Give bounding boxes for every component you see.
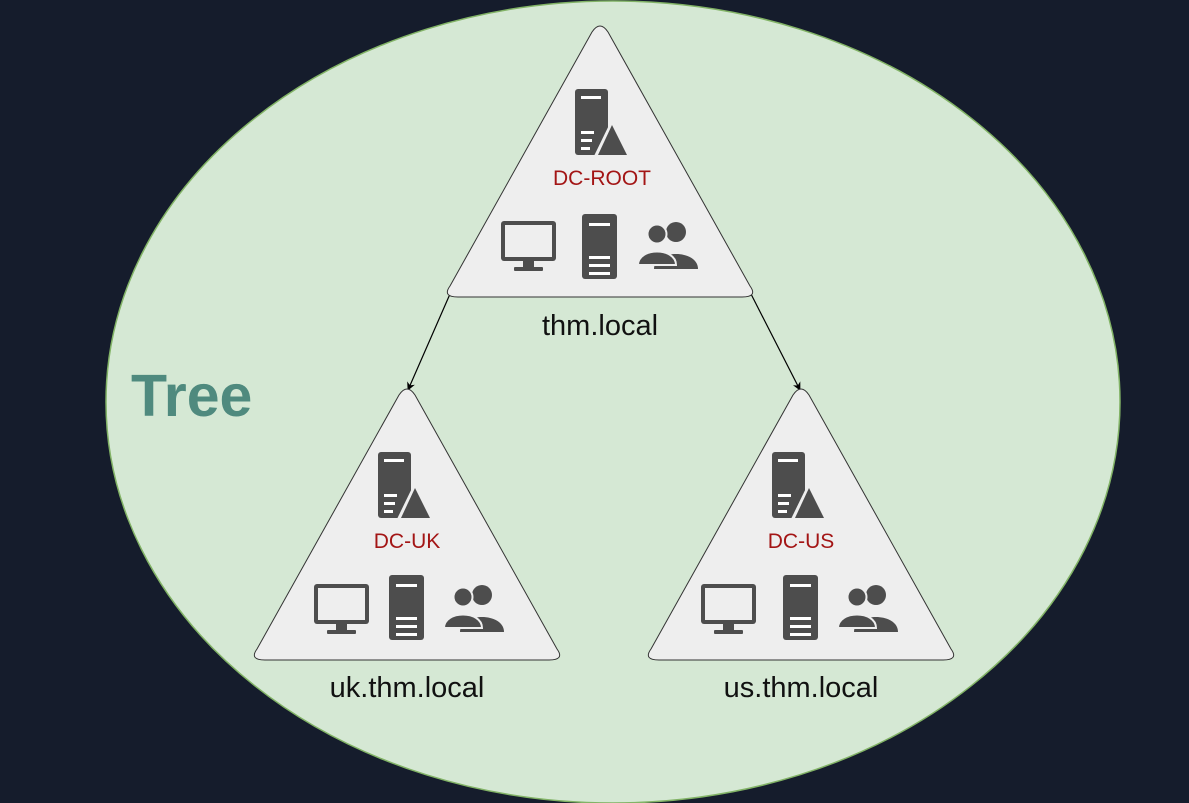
dc-name: DC-UK	[374, 530, 441, 553]
link-root-to-uk	[407, 293, 451, 391]
server-icon	[582, 214, 617, 279]
domain-root: DC-ROOT thm.local	[446, 25, 754, 342]
domain-name: thm.local	[542, 310, 658, 342]
domain-us: DC-US us.thm.local	[647, 388, 955, 704]
dc-name: DC-US	[768, 530, 835, 553]
server-icon	[389, 575, 424, 640]
link-root-to-us	[750, 293, 801, 391]
domain-uk: DC-UK uk.thm.local	[253, 388, 561, 704]
domain-name: us.thm.local	[724, 672, 879, 704]
dc-name: DC-ROOT	[553, 167, 651, 190]
domain-name: uk.thm.local	[330, 672, 485, 704]
server-icon	[783, 575, 818, 640]
tree-title: Tree	[131, 363, 252, 429]
